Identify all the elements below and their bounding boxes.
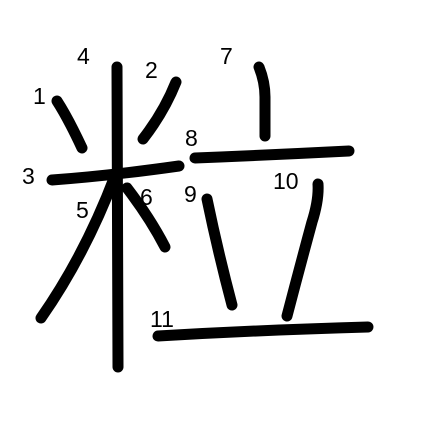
stroke-6 xyxy=(121,182,171,253)
stroke-7 xyxy=(253,61,271,142)
stroke-1 xyxy=(51,95,88,154)
stroke-number-4: 4 xyxy=(77,43,90,69)
stroke-number-8: 8 xyxy=(185,125,198,151)
stroke-number-3: 3 xyxy=(22,163,35,189)
stroke-number-11: 11 xyxy=(150,306,174,332)
stroke-number-5: 5 xyxy=(76,197,89,223)
stroke-4 xyxy=(111,61,124,373)
stroke-11 xyxy=(152,321,374,342)
stroke-5 xyxy=(35,170,121,324)
stroke-10 xyxy=(281,178,324,322)
stroke-number-9: 9 xyxy=(184,181,197,207)
stroke-8 xyxy=(189,145,355,164)
stroke-number-2: 2 xyxy=(145,57,158,83)
stroke-number-6: 6 xyxy=(140,184,153,210)
stroke-number-10: 10 xyxy=(273,168,299,194)
stroke-number-7: 7 xyxy=(220,43,233,69)
stroke-9 xyxy=(201,193,238,311)
stroke-number-1: 1 xyxy=(33,83,46,109)
stroke-2 xyxy=(137,76,182,145)
